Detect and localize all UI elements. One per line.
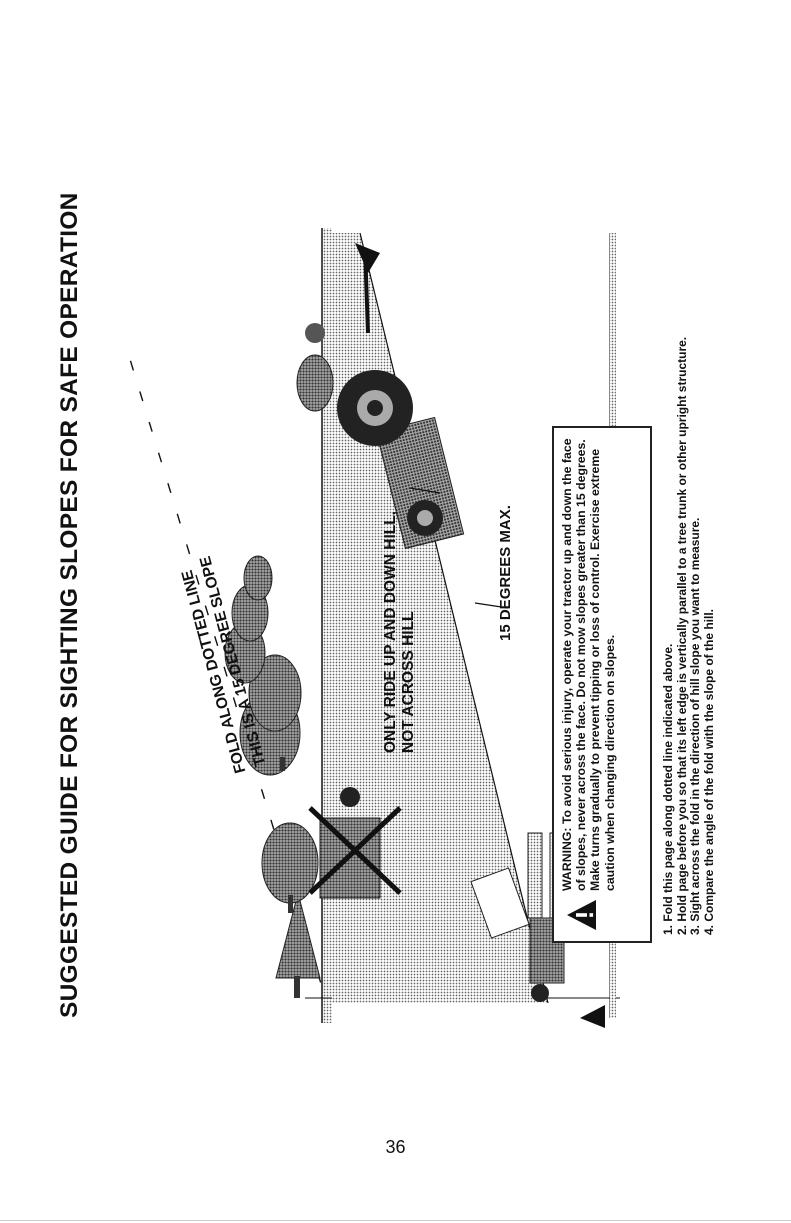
tree-round-2 [239, 654, 302, 776]
tree-conifer [275, 891, 321, 998]
instruction-step-2: 2. Hold page before you so that its left… [674, 336, 689, 935]
ride-label-line2: NOT ACROSS HILL [400, 611, 417, 753]
rotated-content: SUGGESTED GUIDE FOR SIGHTING SLOPES FOR … [50, 192, 716, 1033]
ride-label-line1: ONLY RIDE UP AND DOWN HILL, [382, 511, 399, 753]
direction-arrow-down [580, 1005, 605, 1028]
max-degrees-label: 15 DEGREES MAX. [497, 505, 514, 641]
page-number: 36 [385, 1137, 406, 1157]
instruction-list: 1. Fold this page along dotted line indi… [661, 235, 716, 935]
instruction-step-4: 4. Compare the angle of the fold with th… [701, 608, 716, 935]
tractor-on-slope [296, 323, 465, 550]
level-ground [322, 228, 332, 1023]
warning-text: WARNING: To avoid serious injury, operat… [560, 438, 617, 891]
warning-box: WARNING: To avoid serious injury, operat… [552, 426, 652, 943]
page-bottom-rule [0, 1220, 791, 1221]
instruction-step-3: 3. Sight across the fold in the directio… [688, 517, 703, 935]
instruction-step-1: 1. Fold this page along dotted line indi… [661, 643, 675, 935]
warning-triangle-icon [567, 900, 596, 930]
ride-direction-label: ONLY RIDE UP AND DOWN HILL, NOT ACROSS H… [382, 511, 418, 753]
slope-illustration [124, 228, 620, 1028]
fold-dotted-line [124, 342, 331, 1014]
page-title: SUGGESTED GUIDE FOR SIGHTING SLOPES FOR … [56, 192, 83, 1018]
tree-round-1 [261, 822, 319, 913]
tractor-across-slope-crossed [308, 787, 402, 899]
tree-round-3 [224, 555, 273, 684]
direction-arrow-up [355, 243, 380, 273]
